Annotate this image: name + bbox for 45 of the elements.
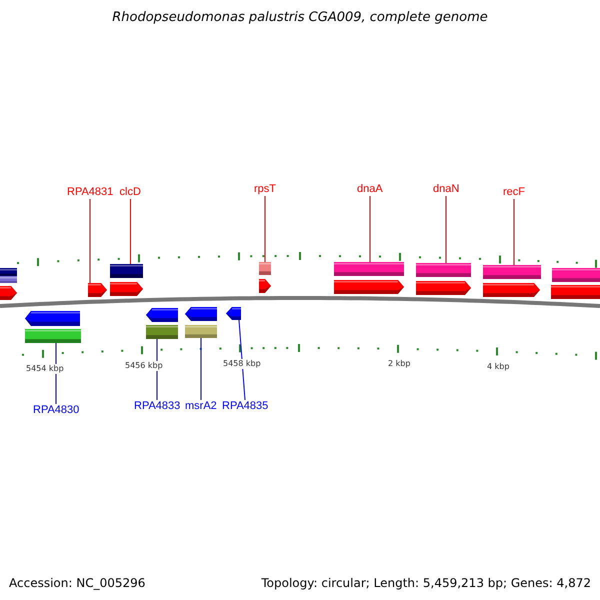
gene-label: RPA4835: [222, 400, 268, 413]
gene-label: dnaA: [357, 183, 383, 196]
coding-sequence-feature: [226, 307, 241, 320]
leader-line: [200, 338, 202, 400]
gene-feature: [110, 264, 143, 278]
leader-line: [130, 198, 131, 264]
gene-label: RPA4830: [33, 404, 80, 417]
gene-label: RPA4831: [67, 186, 114, 199]
leader-line: [264, 196, 266, 262]
gene-label: rpsT: [254, 183, 276, 196]
coding-sequence-feature: [25, 311, 80, 326]
gene-feature: [334, 262, 404, 276]
gene-feature: [259, 262, 271, 275]
coding-sequence-feature: [334, 280, 404, 294]
coding-sequence-feature: [110, 282, 143, 296]
gene-feature: [0, 276, 17, 283]
gene-label: dnaN: [433, 183, 460, 196]
footer-text: Accession: NC_005296: [9, 576, 146, 590]
coding-sequence-feature: [483, 283, 540, 297]
gene-feature: [416, 263, 471, 277]
scale-label: 5456 kbp: [124, 361, 164, 371]
coding-sequence-feature: [259, 279, 271, 293]
coding-sequence-feature: [146, 308, 178, 322]
gene-feature: [185, 325, 217, 338]
coding-sequence-feature: [88, 283, 107, 297]
gene-feature: [0, 268, 17, 276]
gene-feature: [25, 329, 81, 343]
gene-feature: [146, 325, 178, 339]
gene-label: recF: [503, 186, 525, 199]
coding-sequence-feature: [185, 307, 217, 321]
footer-text: Topology: circular; Length: 5,459,213 bp; Genes: 4,872: [261, 576, 591, 590]
coding-sequence-feature: [551, 285, 600, 299]
gene-label: clcD: [120, 186, 141, 199]
scale-label: 2 kbp: [387, 359, 412, 369]
gene-feature: [483, 265, 541, 279]
scale-label: 4 kbp: [486, 362, 510, 372]
gene-label: msrA2: [185, 400, 217, 413]
coding-sequence-feature: [0, 286, 17, 300]
gene-feature: [552, 268, 600, 282]
scale-label: 5454 kbp: [25, 364, 65, 374]
gene-label: RPA4833: [134, 400, 180, 413]
coding-sequence-feature: [416, 281, 471, 295]
title: Rhodopseudomonas palustris CGA009, complete genome: [111, 10, 489, 25]
scale-label: 5458 kbp: [222, 359, 262, 369]
leader-line: [238, 320, 246, 400]
